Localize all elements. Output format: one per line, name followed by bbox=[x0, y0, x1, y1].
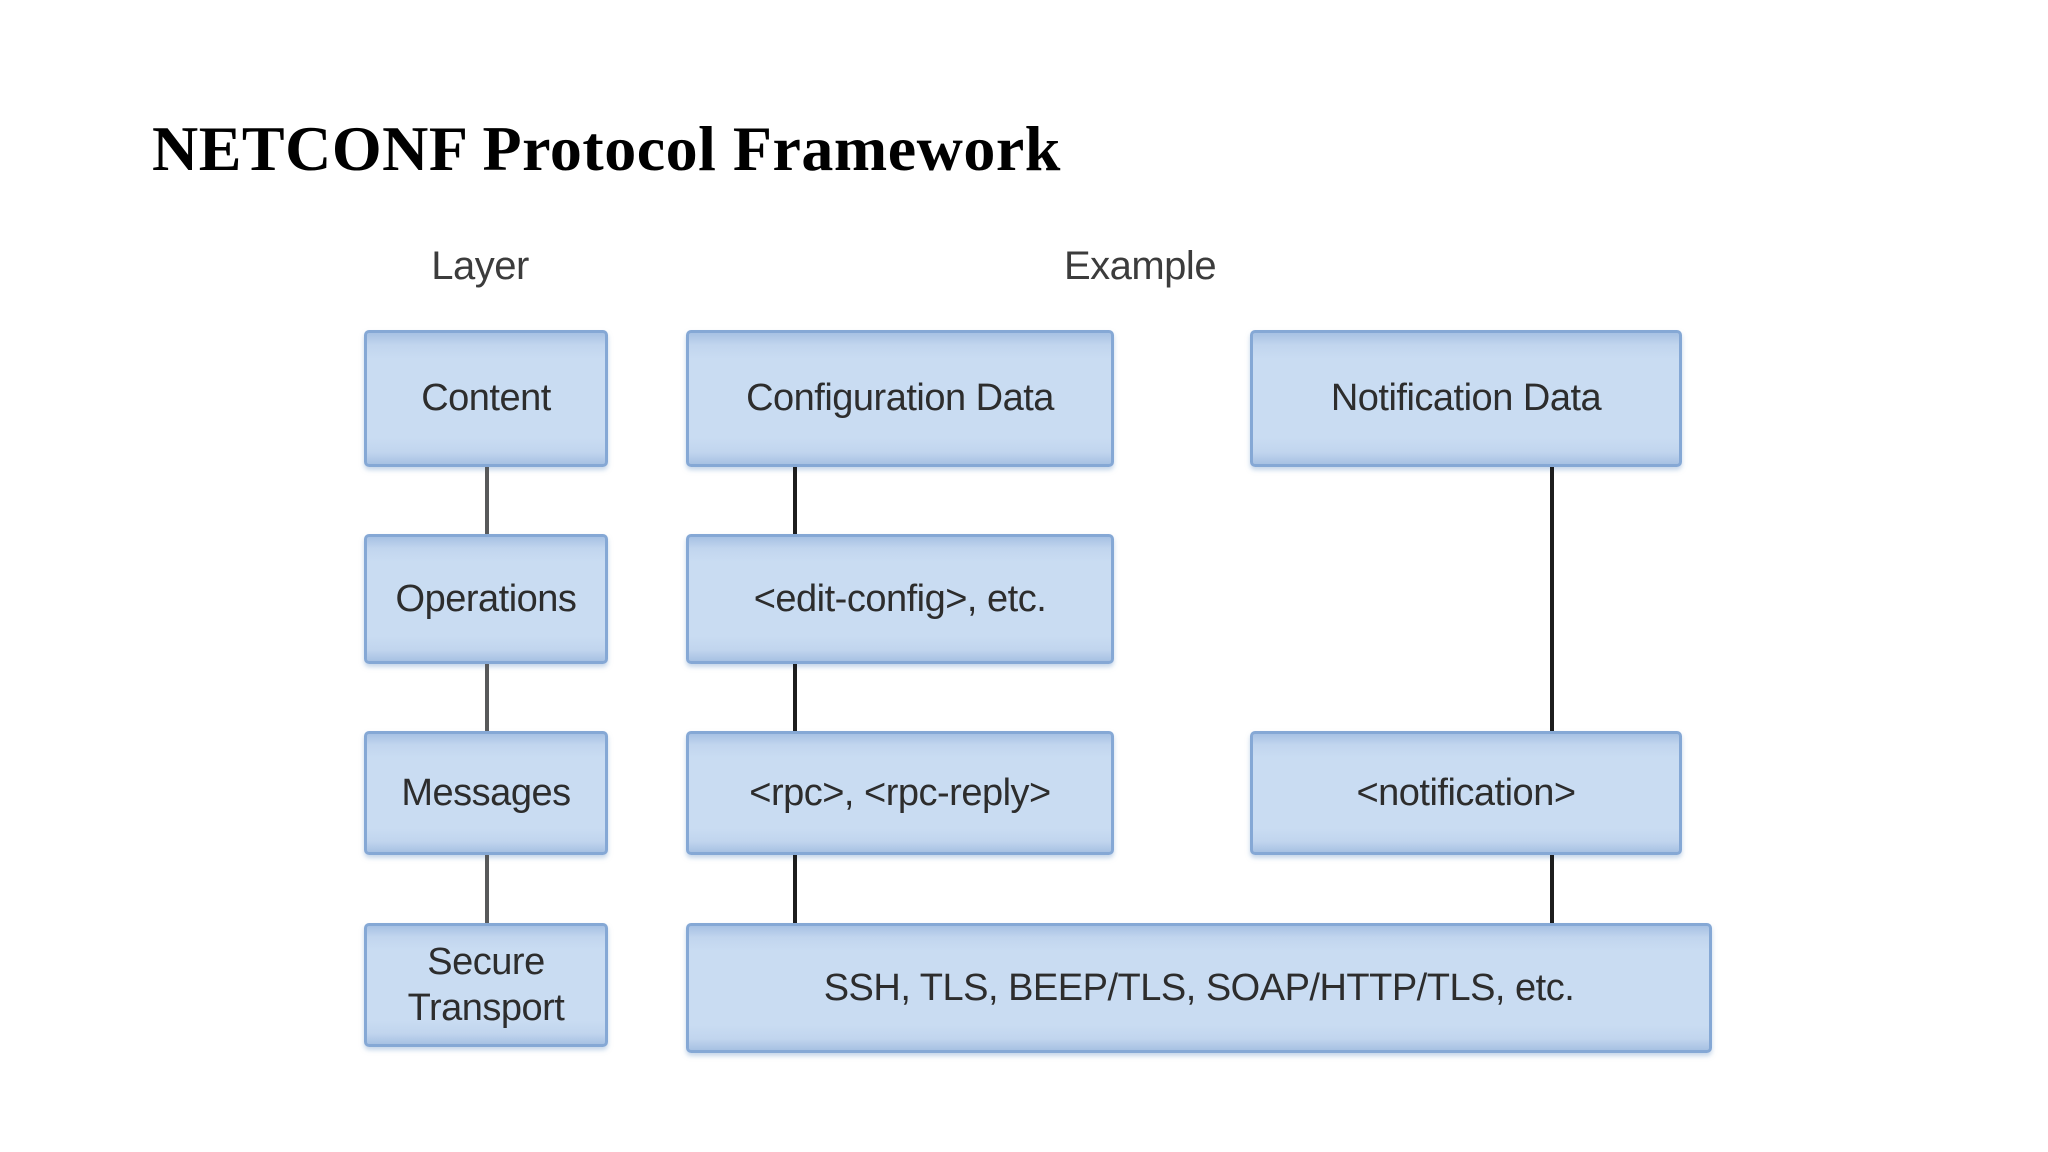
column-header-layer: Layer bbox=[431, 244, 529, 288]
connector-notificationdata-notification bbox=[1550, 467, 1554, 731]
box-messages-label: Messages bbox=[401, 771, 571, 814]
box-operations-label: Operations bbox=[395, 577, 577, 620]
connector-notification-transport bbox=[1550, 855, 1554, 923]
box-secure-transport: Secure Transport bbox=[364, 923, 608, 1047]
box-secure-transport-label: Secure Transport bbox=[407, 940, 565, 1029]
box-transport-protocols-label: SSH, TLS, BEEP/TLS, SOAP/HTTP/TLS, etc. bbox=[823, 966, 1575, 1009]
box-rpc-rpc-reply-label: <rpc>, <rpc-reply> bbox=[749, 771, 1051, 814]
box-notification-label: <notification> bbox=[1356, 771, 1576, 814]
box-edit-config: <edit-config>, etc. bbox=[686, 534, 1114, 664]
connector-content-operations bbox=[485, 467, 489, 534]
connector-configdata-editconfig bbox=[793, 467, 797, 534]
box-notification: <notification> bbox=[1250, 731, 1682, 855]
connector-operations-messages bbox=[485, 664, 489, 731]
box-content-label: Content bbox=[421, 377, 551, 420]
box-notification-data: Notification Data bbox=[1250, 330, 1682, 467]
box-transport-protocols: SSH, TLS, BEEP/TLS, SOAP/HTTP/TLS, etc. bbox=[686, 923, 1712, 1053]
box-rpc-rpc-reply: <rpc>, <rpc-reply> bbox=[686, 731, 1114, 855]
box-content: Content bbox=[364, 330, 608, 467]
connector-rpc-transport bbox=[793, 855, 797, 923]
box-configuration-data-label: Configuration Data bbox=[746, 377, 1054, 420]
box-operations: Operations bbox=[364, 534, 608, 664]
box-edit-config-label: <edit-config>, etc. bbox=[753, 577, 1047, 620]
box-messages: Messages bbox=[364, 731, 608, 855]
page-title: NETCONF Protocol Framework bbox=[152, 113, 1061, 184]
column-header-example: Example bbox=[1063, 244, 1217, 288]
box-notification-data-label: Notification Data bbox=[1330, 377, 1602, 420]
connector-messages-secure-transport bbox=[485, 855, 489, 923]
connector-editconfig-rpc bbox=[793, 664, 797, 731]
box-configuration-data: Configuration Data bbox=[686, 330, 1114, 467]
